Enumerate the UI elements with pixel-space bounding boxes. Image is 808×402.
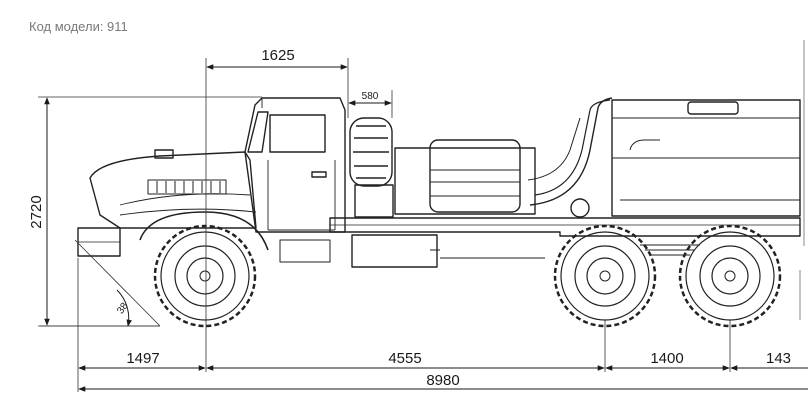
label-rear-overhang: 143 xyxy=(766,350,791,367)
equipment-box xyxy=(394,147,536,215)
truck-body xyxy=(77,97,801,268)
tank-hatch xyxy=(687,101,739,115)
model-code-caption: Код модели: 911 xyxy=(29,19,128,34)
cab-door-window xyxy=(269,114,326,153)
door-handle xyxy=(311,171,327,178)
extension-lines xyxy=(38,58,731,392)
side-box xyxy=(354,184,394,218)
front-bumper xyxy=(77,227,121,257)
label-cab-length: 1625 xyxy=(261,47,294,64)
label-rear-axle-spacing: 1400 xyxy=(650,350,683,367)
windshield xyxy=(247,111,269,153)
hoses xyxy=(529,97,613,206)
front-fender xyxy=(139,211,269,251)
cab xyxy=(244,97,346,233)
pump-cylinder xyxy=(429,139,521,213)
hood xyxy=(89,151,257,229)
label-height: 2720 xyxy=(28,195,45,228)
front-wheel xyxy=(153,224,257,328)
rear-wheel-2 xyxy=(678,224,782,328)
right-frame-edge xyxy=(799,40,805,320)
label-front-overhang: 1497 xyxy=(126,350,159,367)
battery-box xyxy=(351,234,438,268)
label-wheelbase: 4555 xyxy=(388,350,421,367)
grille xyxy=(147,179,227,195)
spare-wheel xyxy=(349,117,393,187)
air-intake xyxy=(154,149,174,159)
label-spare-wheel: 580 xyxy=(362,91,379,102)
wheels xyxy=(153,224,782,328)
cab-step xyxy=(279,239,331,263)
rear-wheel-1 xyxy=(553,224,657,328)
tank xyxy=(611,99,801,217)
label-overall-length: 8980 xyxy=(426,372,459,389)
dimension-lines xyxy=(44,64,808,392)
dim-arc-approach-angle xyxy=(116,289,132,327)
